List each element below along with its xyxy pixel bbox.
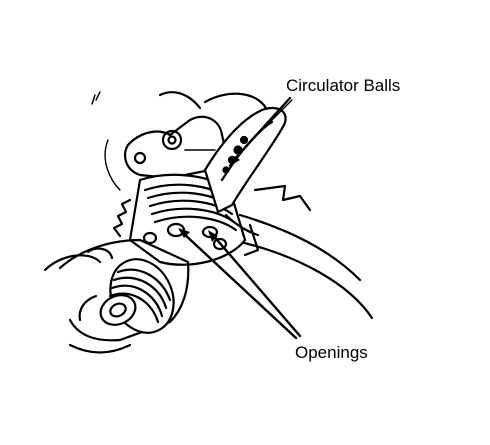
arrowhead-openings-left-icon (178, 228, 190, 238)
worm-shaft (43, 238, 190, 354)
ball-guide (124, 115, 230, 180)
pointer-openings-left-line (180, 230, 298, 340)
arrowhead-balls-icon (228, 156, 240, 167)
label-circulator-balls: Circulator Balls (286, 76, 401, 95)
pointer-balls-line (230, 96, 292, 164)
tool-pliers (203, 106, 287, 257)
pointer-balls-line-2 (249, 99, 293, 143)
pointer-openings-right-line (210, 232, 302, 338)
arrowhead-openings-right-icon (208, 230, 218, 242)
leader-lines (180, 96, 302, 340)
housing-outline (91, 91, 374, 320)
label-openings: Openings (295, 343, 368, 362)
